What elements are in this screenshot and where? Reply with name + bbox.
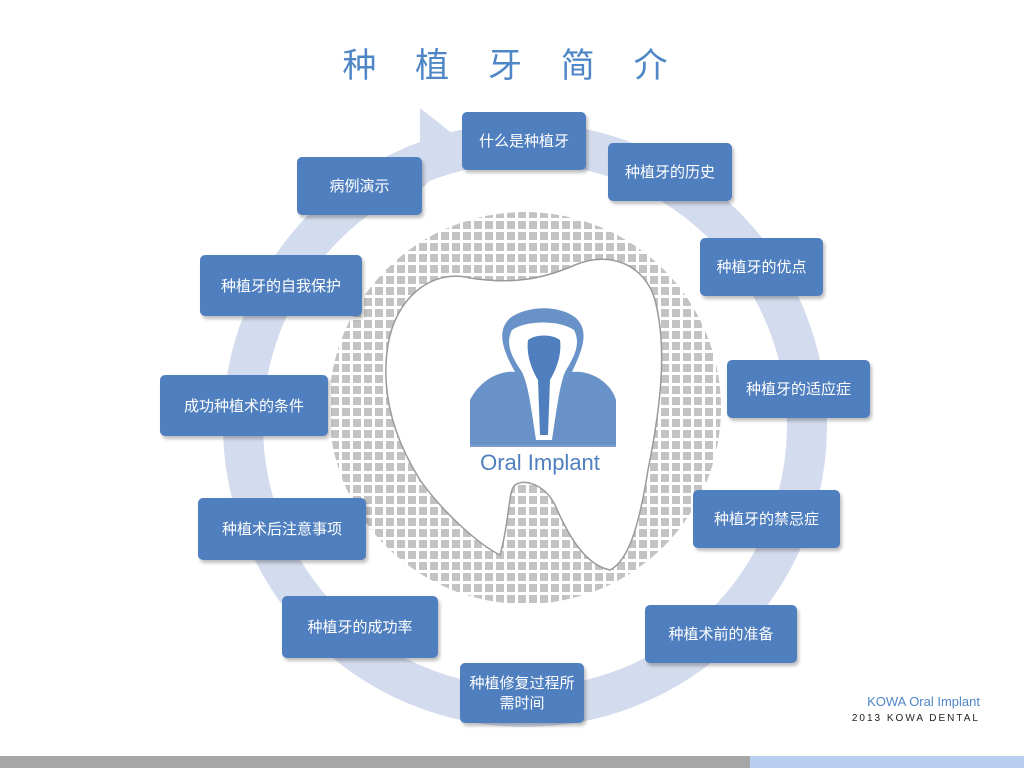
topic-implant-advantages[interactable]: 种植牙的优点 [700,238,823,296]
topic-case-demo[interactable]: 病例演示 [297,157,422,215]
brand-year: 2013 KOWA DENTAL [851,713,980,724]
topic-post-surgery-notes[interactable]: 种植术后注意事项 [198,498,366,560]
topic-pre-surgery-prep[interactable]: 种植术前的准备 [645,605,797,663]
topic-success-conditions[interactable]: 成功种植术的条件 [160,375,328,436]
topic-self-care[interactable]: 种植牙的自我保护 [200,255,362,316]
topic-restoration-time[interactable]: 种植修复过程所需时间 [460,663,584,723]
brand-name: KOWA Oral Implant [867,694,980,709]
topic-implant-indications[interactable]: 种植牙的适应症 [727,360,870,418]
footer-bar-right [750,756,1024,768]
cycle-arrow-icon [420,108,468,190]
tooth-logo-icon [470,308,616,447]
logo-text: Oral Implant [480,450,600,475]
topic-success-rate[interactable]: 种植牙的成功率 [282,596,438,658]
topic-implant-contraindications[interactable]: 种植牙的禁忌症 [693,490,840,548]
footer-bar-left [0,756,750,768]
page-title: 种 植 牙 简 介 [342,46,682,86]
topic-implant-history[interactable]: 种植牙的历史 [608,143,732,201]
topic-what-is-implant[interactable]: 什么是种植牙 [462,112,586,170]
